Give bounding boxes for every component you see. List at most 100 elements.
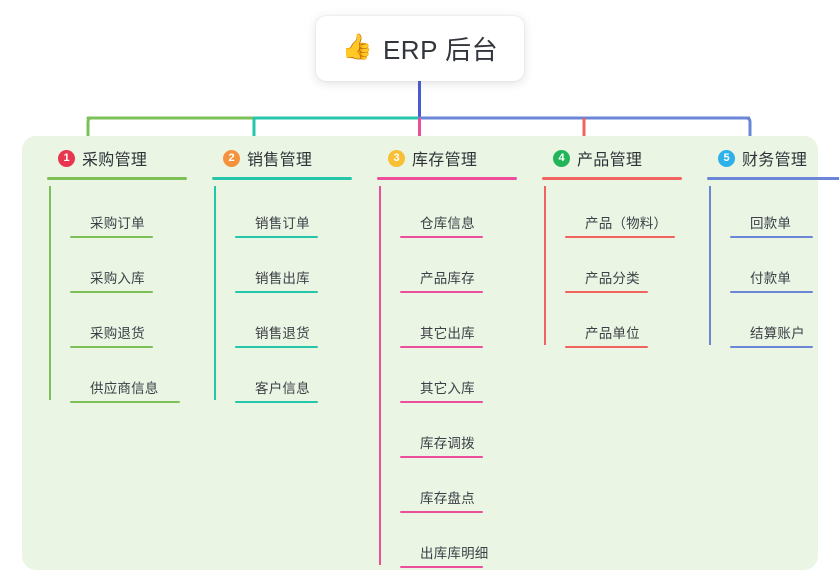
branch-title-1: 采购管理 — [82, 152, 148, 169]
list-item-label: 产品（物料） — [585, 216, 668, 231]
branch-spine-3 — [379, 186, 381, 565]
branches-panel — [22, 136, 818, 570]
list-item[interactable]: 库存调拨 — [400, 406, 525, 461]
list-item[interactable]: 产品单位 — [565, 296, 690, 351]
branch-underline-3 — [377, 177, 517, 180]
root-title: ERP 后台 — [382, 35, 499, 65]
branch-badge-1: 1 — [58, 149, 75, 167]
branch-title-2: 销售管理 — [247, 152, 313, 169]
list-item[interactable]: 采购订单 — [70, 186, 195, 241]
list-item[interactable]: 产品分类 — [565, 241, 690, 296]
list-item[interactable]: 销售订单 — [235, 186, 360, 241]
branch-badge-4: 4 — [553, 149, 570, 167]
branch-badge-3: 3 — [388, 149, 405, 167]
list-item-label: 其它入库 — [420, 381, 475, 396]
list-item[interactable]: 结算账户 — [730, 296, 839, 351]
list-item[interactable]: 产品库存 — [400, 241, 525, 296]
list-item-underline — [400, 401, 483, 403]
list-item[interactable]: 产品（物料） — [565, 186, 690, 241]
branch-header-2[interactable]: 2 销售管理 — [205, 144, 360, 172]
branch-items-1: 采购订单采购入库采购退货供应商信息 — [40, 186, 195, 406]
list-item[interactable]: 采购入库 — [70, 241, 195, 296]
branch-underline-1 — [47, 177, 187, 180]
list-item-underline — [70, 236, 153, 238]
list-item-underline — [400, 291, 483, 293]
branch-header-3[interactable]: 3 库存管理 — [370, 144, 525, 172]
list-item-underline — [235, 401, 318, 403]
list-item-label: 客户信息 — [255, 381, 310, 396]
list-item[interactable]: 客户信息 — [235, 351, 360, 406]
list-item[interactable]: 销售出库 — [235, 241, 360, 296]
list-item[interactable]: 采购退货 — [70, 296, 195, 351]
list-item[interactable]: 出库库明细 — [400, 516, 525, 571]
list-item[interactable]: 回款单 — [730, 186, 839, 241]
branch-header-4[interactable]: 4 产品管理 — [535, 144, 690, 172]
list-item[interactable]: 供应商信息 — [70, 351, 195, 406]
branch-underline-4 — [542, 177, 682, 180]
branch-column-5: 5 财务管理回款单付款单结算账户 — [700, 144, 839, 351]
list-item-label: 出库库明细 — [420, 546, 489, 561]
list-item-label: 采购退货 — [90, 326, 145, 341]
list-item-label: 销售出库 — [255, 271, 310, 286]
branch-spine-2 — [214, 186, 216, 400]
branch-items-3: 仓库信息产品库存其它出库其它入库库存调拨库存盘点出库库明细 — [370, 186, 525, 571]
list-item[interactable]: 库存盘点 — [400, 461, 525, 516]
list-item-underline — [235, 346, 318, 348]
branch-title-4: 产品管理 — [577, 152, 643, 169]
list-item[interactable]: 仓库信息 — [400, 186, 525, 241]
list-item-underline — [565, 236, 675, 238]
list-item-underline — [400, 566, 483, 568]
branch-spine-1 — [49, 186, 51, 400]
list-item-underline — [400, 511, 483, 513]
list-item-underline — [400, 456, 483, 458]
list-item-underline — [730, 236, 813, 238]
list-item[interactable]: 销售退货 — [235, 296, 360, 351]
branch-title-3: 库存管理 — [412, 152, 478, 169]
list-item-label: 产品分类 — [585, 271, 640, 286]
list-item-underline — [70, 346, 153, 348]
branch-title-5: 财务管理 — [742, 152, 808, 169]
list-item-label: 仓库信息 — [420, 216, 475, 231]
root-node-card[interactable]: 👍 ERP 后台 — [316, 16, 524, 81]
list-item-underline — [235, 236, 318, 238]
list-item-label: 库存调拨 — [420, 436, 475, 451]
list-item-label: 库存盘点 — [420, 491, 475, 506]
branch-spine-4 — [544, 186, 546, 345]
list-item[interactable]: 其它入库 — [400, 351, 525, 406]
list-item-label: 结算账户 — [750, 326, 805, 341]
branch-items-5: 回款单付款单结算账户 — [700, 186, 839, 351]
list-item-underline — [70, 401, 180, 403]
branch-underline-2 — [212, 177, 352, 180]
thumbs-up-icon: 👍 — [341, 33, 373, 61]
branch-header-5[interactable]: 5 财务管理 — [700, 144, 839, 172]
branch-badge-2: 2 — [223, 149, 240, 167]
list-item-label: 采购入库 — [90, 271, 145, 286]
list-item-underline — [565, 291, 648, 293]
list-item-underline — [730, 291, 813, 293]
list-item-label: 产品库存 — [420, 271, 475, 286]
list-item-label: 其它出库 — [420, 326, 475, 341]
list-item-underline — [400, 346, 483, 348]
list-item-label: 付款单 — [750, 271, 792, 286]
list-item-underline — [400, 236, 483, 238]
list-item-label: 销售订单 — [255, 216, 310, 231]
list-item-underline — [565, 346, 648, 348]
list-item-label: 采购订单 — [90, 216, 145, 231]
branch-items-4: 产品（物料） 产品分类产品单位 — [535, 186, 690, 351]
branch-column-4: 4 产品管理产品（物料） 产品分类产品单位 — [535, 144, 690, 351]
list-item-label: 销售退货 — [255, 326, 310, 341]
list-item-label: 回款单 — [750, 216, 792, 231]
branch-header-1[interactable]: 1 采购管理 — [40, 144, 195, 172]
list-item-underline — [235, 291, 318, 293]
branch-spine-5 — [709, 186, 711, 345]
list-item-underline — [730, 346, 813, 348]
list-item[interactable]: 付款单 — [730, 241, 839, 296]
list-item[interactable]: 其它出库 — [400, 296, 525, 351]
list-item-label: 产品单位 — [585, 326, 640, 341]
list-item-label: 供应商信息 — [90, 381, 159, 396]
branch-column-1: 1 采购管理采购订单采购入库采购退货供应商信息 — [40, 144, 195, 406]
branch-badge-5: 5 — [718, 149, 735, 167]
branch-column-2: 2 销售管理销售订单销售出库销售退货客户信息 — [205, 144, 360, 406]
list-item-underline — [70, 291, 153, 293]
